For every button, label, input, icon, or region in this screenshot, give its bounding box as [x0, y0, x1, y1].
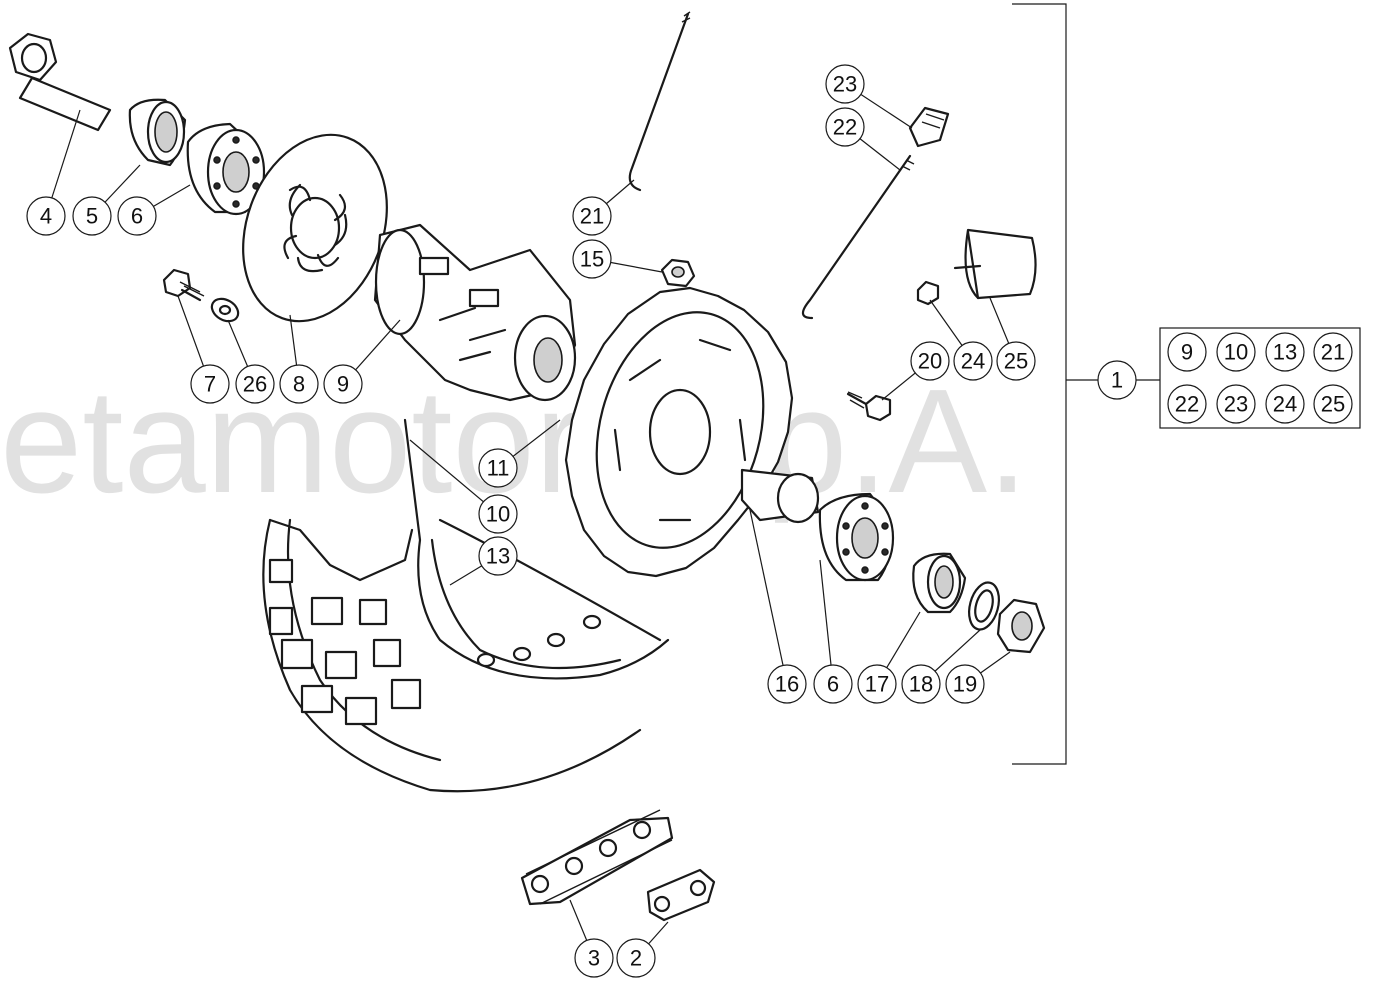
svg-text:3: 3: [588, 946, 600, 971]
kit-part-25: 25: [1313, 384, 1353, 424]
callout-22: 22: [825, 107, 865, 147]
svg-text:26: 26: [243, 372, 267, 397]
svg-text:20: 20: [918, 349, 942, 374]
svg-text:2: 2: [630, 946, 642, 971]
rim-lock: [953, 228, 1037, 300]
callout-13: 13: [478, 536, 518, 576]
axle-nut: [996, 598, 1046, 654]
svg-text:24: 24: [961, 349, 985, 374]
kit-part-13: 13: [1265, 332, 1305, 372]
callout-16: 16: [767, 664, 807, 704]
svg-text:19: 19: [953, 672, 977, 697]
callout-19: 19: [945, 664, 985, 704]
svg-text:25: 25: [1321, 392, 1345, 417]
svg-text:23: 23: [833, 72, 857, 97]
callout-15: 15: [572, 239, 612, 279]
svg-text:10: 10: [1224, 340, 1248, 365]
svg-text:8: 8: [293, 372, 305, 397]
rim-lock-nut: [916, 280, 940, 306]
callout-2: 2: [616, 938, 656, 978]
svg-text:1: 1: [1111, 368, 1123, 393]
spacer-right: [912, 552, 967, 614]
svg-text:22: 22: [833, 115, 857, 140]
svg-text:25: 25: [1004, 349, 1028, 374]
sprocket: [564, 286, 794, 578]
svg-text:23: 23: [1224, 392, 1248, 417]
svg-text:6: 6: [131, 204, 143, 229]
callout-26: 26: [235, 364, 275, 404]
callout-4: 4: [26, 196, 66, 236]
callout-17: 17: [857, 664, 897, 704]
brake-disc: [242, 133, 388, 323]
svg-text:5: 5: [86, 204, 98, 229]
spacer-bush: [128, 98, 187, 167]
kit-part-23: 23: [1216, 384, 1256, 424]
callout-24: 24: [953, 341, 993, 381]
callout-6-right: 6: [813, 664, 853, 704]
bearing-right: [818, 492, 895, 582]
sprocket-screw: [846, 391, 892, 422]
callout-25: 25: [996, 341, 1036, 381]
svg-text:9: 9: [337, 372, 349, 397]
kit-part-22: 22: [1167, 384, 1207, 424]
svg-text:7: 7: [204, 372, 216, 397]
callout-21-top: 21: [572, 196, 612, 236]
callout-11: 11: [478, 448, 518, 488]
chain-master-link: [646, 868, 716, 922]
callout-18: 18: [901, 664, 941, 704]
kit-part-21: 21: [1313, 332, 1353, 372]
callout-9: 9: [323, 364, 363, 404]
svg-text:9: 9: [1181, 340, 1193, 365]
svg-text:13: 13: [486, 544, 510, 569]
disc-bolt: [162, 268, 205, 302]
kit-part-10: 10: [1216, 332, 1256, 372]
svg-text:16: 16: [775, 672, 799, 697]
kit-part-24: 24: [1265, 384, 1305, 424]
kit-contents-box: 9 10 13 21 22 23 24 25: [1159, 327, 1361, 429]
callout-5: 5: [72, 196, 112, 236]
callout-23: 23: [825, 64, 865, 104]
spoke: [628, 11, 691, 192]
svg-text:22: 22: [1175, 392, 1199, 417]
svg-text:6: 6: [827, 672, 839, 697]
spoke-nut: [660, 258, 696, 288]
svg-text:13: 13: [1273, 340, 1297, 365]
spacer-tube: [740, 468, 820, 524]
bearing-left: [186, 122, 266, 216]
axle-bolt: [8, 32, 112, 132]
svg-text:21: 21: [1321, 340, 1345, 365]
callout-1: 1: [1097, 360, 1137, 400]
wheel-tyre-and-rim: [262, 418, 670, 793]
svg-text:18: 18: [909, 672, 933, 697]
svg-text:17: 17: [865, 672, 889, 697]
svg-text:11: 11: [487, 456, 510, 481]
wheel-hub: [373, 223, 577, 402]
callout-10: 10: [478, 494, 518, 534]
washer: [210, 297, 240, 323]
svg-text:4: 4: [40, 204, 52, 229]
callout-20: 20: [910, 341, 950, 381]
assembly-bracket: [1012, 3, 1160, 765]
callout-6-left: 6: [117, 196, 157, 236]
callout-3: 3: [574, 938, 614, 978]
callout-7: 7: [190, 364, 230, 404]
svg-text:24: 24: [1273, 392, 1297, 417]
svg-text:21: 21: [580, 204, 604, 229]
kit-part-9: 9: [1167, 332, 1207, 372]
svg-text:10: 10: [486, 502, 510, 527]
spoke-and-nipple: [801, 106, 950, 320]
drive-chain: [520, 809, 674, 906]
callout-8: 8: [279, 364, 319, 404]
washer-right: [968, 581, 1000, 631]
svg-text:15: 15: [580, 247, 604, 272]
